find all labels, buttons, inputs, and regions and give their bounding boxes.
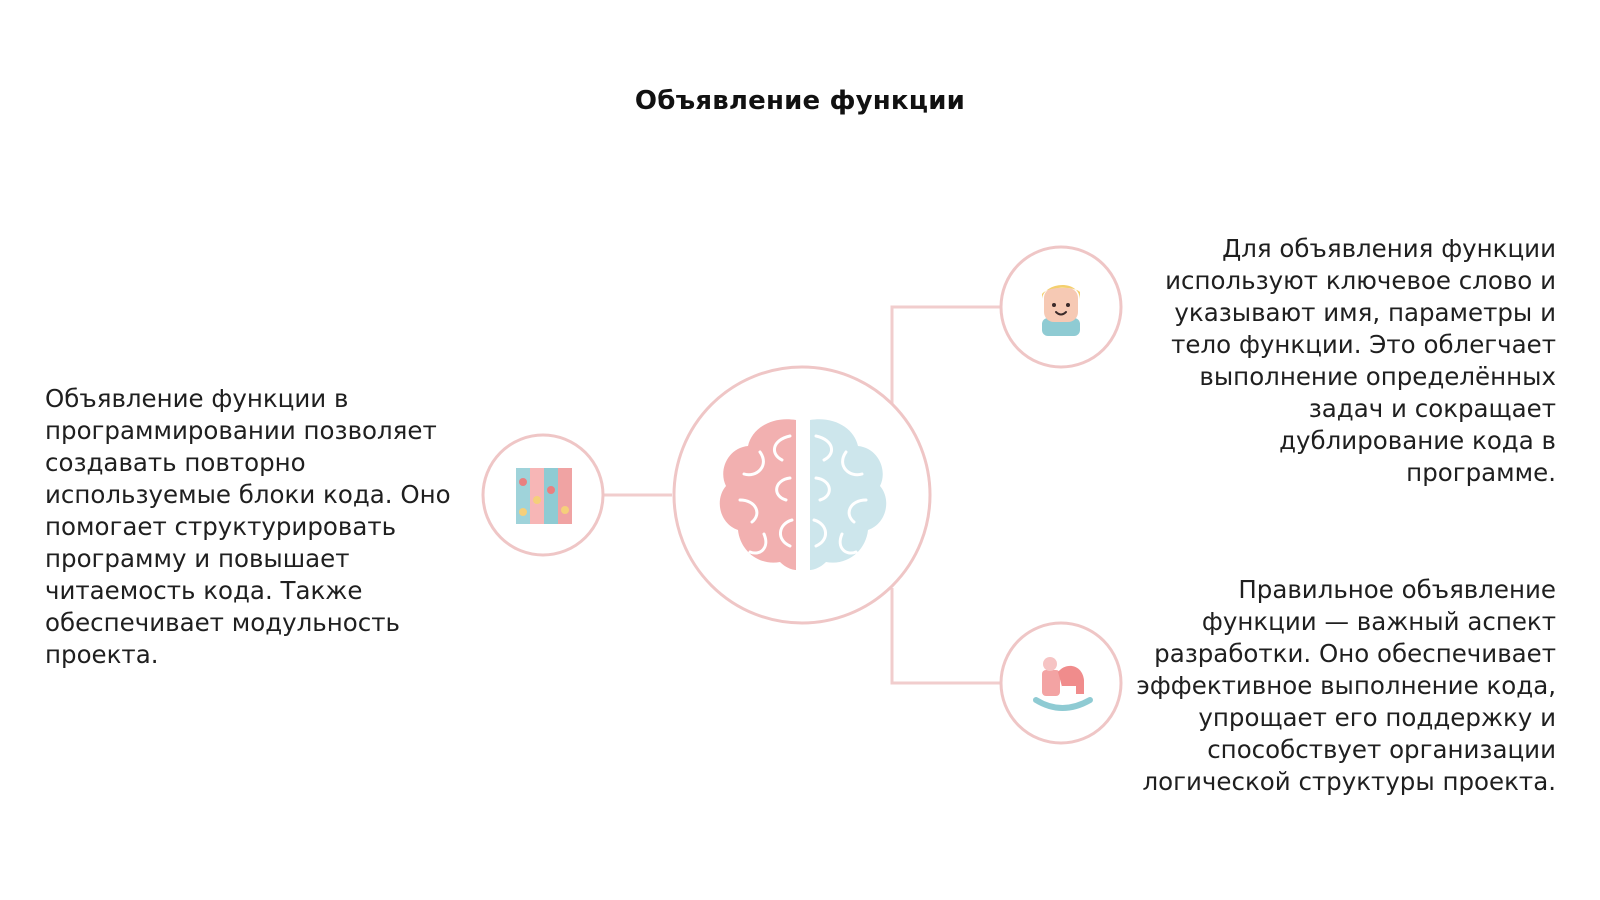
page-title: Объявление функции [634,86,966,116]
connector-right-bottom [890,588,1001,685]
left-description: Объявление функции в программировании по… [45,384,451,669]
right-bottom-node [999,621,1123,745]
puzzle-blocks-icon [516,468,572,524]
right-top-description: Для объявления функции используют ключев… [1165,234,1556,487]
connector-lines [602,305,1001,685]
connector-right-top [890,305,1001,404]
child-face-icon [1042,284,1080,336]
rocking-horse-icon [1033,657,1093,711]
brain-icon [719,419,887,570]
right-top-node [999,245,1123,369]
right-bottom-description: Правильное объявление функции — важный а… [1136,575,1556,796]
left-node [481,433,605,557]
center-circle [672,365,932,625]
center-node [672,365,932,625]
